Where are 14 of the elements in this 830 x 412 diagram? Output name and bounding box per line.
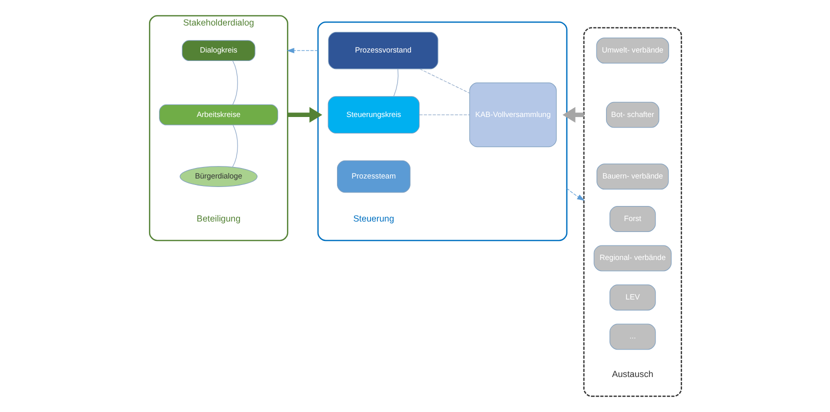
connector — [392, 68, 398, 97]
arrow — [562, 107, 584, 123]
node-label: Austausch — [611, 369, 653, 380]
node-label: Steuerung — [352, 213, 394, 224]
connector — [232, 60, 238, 105]
arrow — [286, 48, 318, 54]
arrow — [287, 107, 322, 123]
cluster — [316, 21, 567, 242]
node-label: Beteiligung — [196, 213, 240, 224]
arrow — [566, 188, 584, 201]
connector — [232, 124, 238, 168]
connector — [419, 68, 470, 94]
cluster — [582, 27, 682, 397]
connector — [418, 114, 470, 116]
